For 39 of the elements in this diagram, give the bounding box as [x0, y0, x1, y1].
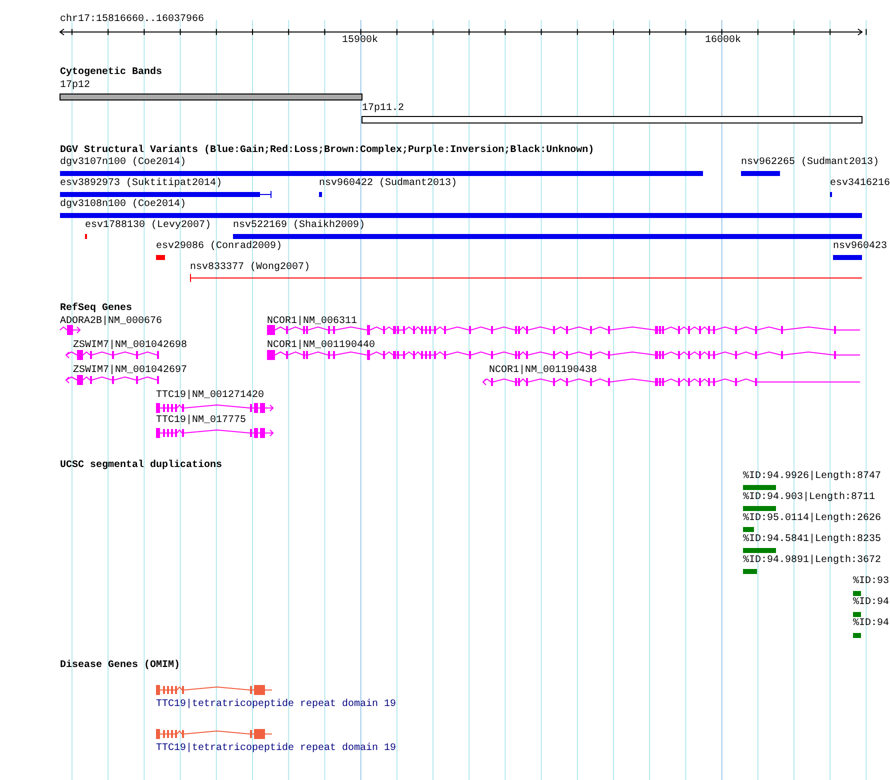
- gene-label: TTC19|NM_017775: [156, 415, 246, 427]
- disease-gene-label: TTC19|tetratricopeptide repeat domain 19: [156, 743, 396, 755]
- gene-label: TTC19|NM_001271420: [156, 390, 264, 402]
- variant-label: dgv3107n100 (Coe2014): [60, 157, 186, 169]
- band-label: 17p12: [60, 80, 90, 92]
- track-heading: RefSeq Genes: [60, 303, 132, 315]
- variant-label: nsv960422 (Sudmant2013): [319, 178, 458, 190]
- variant-label: esv3892973 (Suktitipat2014): [60, 178, 222, 190]
- band-label: 17p11.2: [362, 103, 404, 115]
- variant-label: nsv833377 (Wong2007): [190, 262, 310, 274]
- variant-label: esv29086 (Conrad2009): [156, 241, 282, 253]
- disease-gene-label: TTC19|tetratricopeptide repeat domain 19: [156, 699, 396, 711]
- variant-label: esv3416216: [830, 178, 890, 190]
- duplication-label: %ID:95.0114|Length:2626: [743, 513, 882, 525]
- duplication-label: %ID:94: [853, 618, 890, 630]
- duplication-label: %ID:94.903|Length:8711: [743, 492, 876, 504]
- variant-label: nsv962265 (Sudmant2013): [741, 157, 880, 169]
- duplication-label: %ID:94: [853, 597, 890, 609]
- variant-label: nsv522169 (Shaikh2009): [233, 220, 366, 232]
- position-label: chr17:15816660..16037966: [60, 14, 204, 26]
- gene-label: ZSWIM7|NM_001042697: [73, 365, 188, 377]
- gene-label: NCOR1|NM_006311: [267, 316, 358, 328]
- tick-label: 16000k: [705, 35, 742, 47]
- track-heading: DGV Structural Variants (Blue:Gain;Red:Loss;Brown:Complex;Purple:Inversion;Black:Unknown): [60, 145, 594, 156]
- track-heading: Disease Genes (OMIM): [60, 660, 180, 672]
- duplication-label: %ID:94.9891|Length:3672: [743, 555, 882, 567]
- variant-label: nsv960423: [833, 241, 888, 253]
- duplication-label: %ID:94.9926|Length:8747: [743, 471, 882, 483]
- gene-label: NCOR1|NM_001190438: [489, 365, 598, 377]
- track-heading: Cytogenetic Bands: [60, 67, 162, 79]
- gene-label: ZSWIM7|NM_001042698: [73, 340, 188, 352]
- track-heading: UCSC segmental duplications: [60, 460, 222, 472]
- variant-label: dgv3108n100 (Coe2014): [60, 199, 186, 211]
- duplication-label: %ID:93: [853, 576, 890, 588]
- gene-label: ADORA2B|NM_000676: [60, 316, 162, 328]
- variant-label: esv1788130 (Levy2007): [85, 220, 212, 232]
- tick-label: 15900k: [342, 35, 378, 47]
- duplication-label: %ID:94.5841|Length:8235: [743, 534, 882, 546]
- gene-label: NCOR1|NM_001190440: [267, 340, 376, 352]
